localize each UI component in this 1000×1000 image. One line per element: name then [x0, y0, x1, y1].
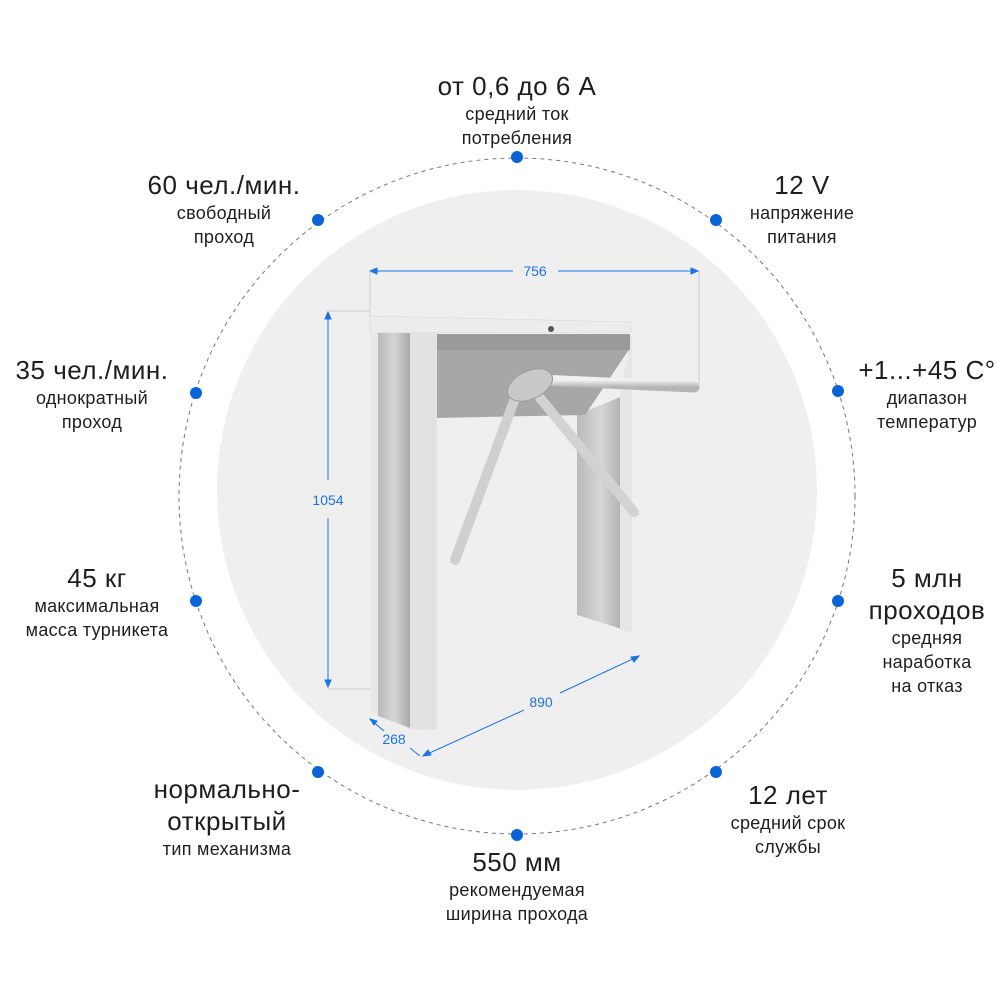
- spec-mtbf: 5 млн проходов средняя наработка на отка…: [869, 562, 986, 698]
- marker-dot: [312, 766, 324, 778]
- marker-dot: [832, 385, 844, 397]
- spec-value: 5 млн: [891, 563, 963, 593]
- marker-dot: [710, 766, 722, 778]
- spec-value: 12 V: [774, 170, 830, 200]
- turnstile-body: [369, 315, 700, 730]
- spec-desc: на отказ: [891, 676, 963, 696]
- spec-service-life: 12 лет средний срок службы: [731, 779, 846, 859]
- spec-desc: напряжение: [749, 203, 855, 223]
- spec-value: 60 чел./мин.: [147, 170, 301, 200]
- spec-mechanism: нормально- открытый тип механизма: [154, 773, 301, 861]
- spec-single-pass: 35 чел./мин. однократный проход: [16, 354, 169, 434]
- background-circle: [217, 190, 817, 790]
- spec-desc: масса турникета: [25, 620, 169, 640]
- spec-desc: средняя: [891, 628, 963, 648]
- spec-desc: проход: [193, 227, 255, 247]
- dashed-orbit: [178, 157, 856, 835]
- marker-dot: [832, 595, 844, 607]
- spec-value: 35 чел./мин.: [15, 355, 169, 385]
- spec-voltage: 12 V напряжение питания: [750, 169, 854, 249]
- spec-desc: средний срок: [730, 813, 846, 833]
- spec-desc: средний ток: [465, 104, 569, 124]
- marker-dot: [190, 595, 202, 607]
- spec-desc: рекомендуемая: [449, 880, 585, 900]
- dimension-width: 756: [523, 263, 547, 279]
- marker-dot: [511, 829, 523, 841]
- spec-current: от 0,6 до 6 А средний ток потребления: [438, 70, 597, 150]
- spec-value: открытый: [167, 806, 287, 836]
- spec-value: проходов: [868, 595, 986, 625]
- dimension-length: 890: [529, 694, 553, 710]
- spec-desc: диапазон: [886, 388, 968, 408]
- spec-desc: проход: [61, 412, 123, 432]
- spec-value: 45 кг: [67, 563, 127, 593]
- spec-value: от 0,6 до 6 А: [437, 71, 597, 101]
- spec-weight: 45 кг максимальная масса турникета: [26, 562, 169, 642]
- spec-value: 550 мм: [472, 847, 562, 877]
- spec-desc: службы: [755, 837, 821, 857]
- marker-dot: [190, 387, 202, 399]
- spec-desc: максимальная: [34, 596, 160, 616]
- spec-markers: [190, 151, 844, 841]
- spec-desc: ширина прохода: [445, 904, 589, 924]
- spec-desc: наработка: [882, 652, 972, 672]
- spec-pass-width: 550 мм рекомендуемая ширина прохода: [446, 846, 588, 926]
- dimension-lines: [324, 267, 700, 757]
- spec-desc: питания: [767, 227, 837, 247]
- dimension-depth: 268: [382, 731, 406, 747]
- marker-dot: [312, 214, 324, 226]
- spec-desc: свободный: [176, 203, 272, 223]
- spec-value: нормально-: [153, 774, 301, 804]
- marker-dot: [710, 214, 722, 226]
- marker-dot: [511, 151, 523, 163]
- spec-free-pass: 60 чел./мин. свободный проход: [148, 169, 301, 249]
- dimension-height: 1054: [312, 492, 343, 508]
- spec-desc: потребления: [461, 128, 573, 148]
- spec-desc: температур: [876, 412, 978, 432]
- spec-desc: тип механизма: [162, 839, 292, 859]
- spec-value: 12 лет: [748, 780, 828, 810]
- spec-temperature: +1...+45 C° диапазон температур: [858, 354, 995, 434]
- spec-desc: однократный: [35, 388, 149, 408]
- spec-value: +1...+45 C°: [858, 355, 996, 385]
